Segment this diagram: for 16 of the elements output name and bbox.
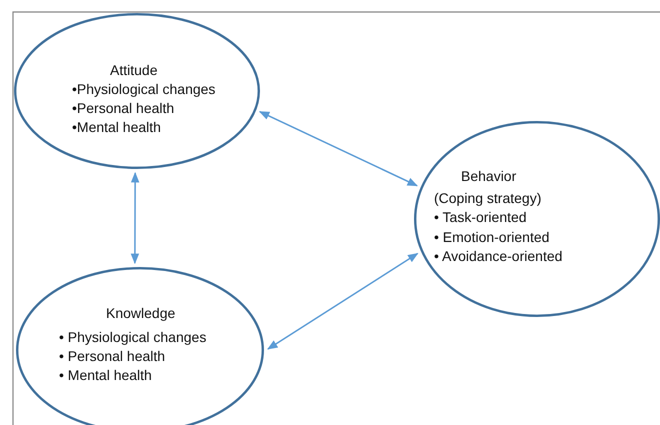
node-title: Attitude [110, 61, 158, 80]
bullet-item: (Coping strategy) [434, 189, 542, 208]
bullet-item: • Avoidance-oriented [434, 247, 562, 266]
node-title: Knowledge [106, 304, 176, 323]
bullet-item: • Physiological changes [59, 328, 206, 347]
bullet-item: • Emotion-oriented [434, 228, 550, 247]
bullet-item: •Mental health [72, 118, 161, 137]
bullet-item: •Personal health [72, 99, 174, 118]
bullet-item: • Task-oriented [434, 208, 527, 227]
bullet-item: •Physiological changes [72, 80, 216, 99]
double-arrow [267, 252, 418, 350]
bullet-item: • Personal health [59, 347, 166, 366]
double-arrow [258, 110, 418, 186]
bullet-item: • Mental health [59, 366, 152, 385]
double-arrow [130, 172, 140, 264]
node-title: Behavior [461, 167, 516, 186]
